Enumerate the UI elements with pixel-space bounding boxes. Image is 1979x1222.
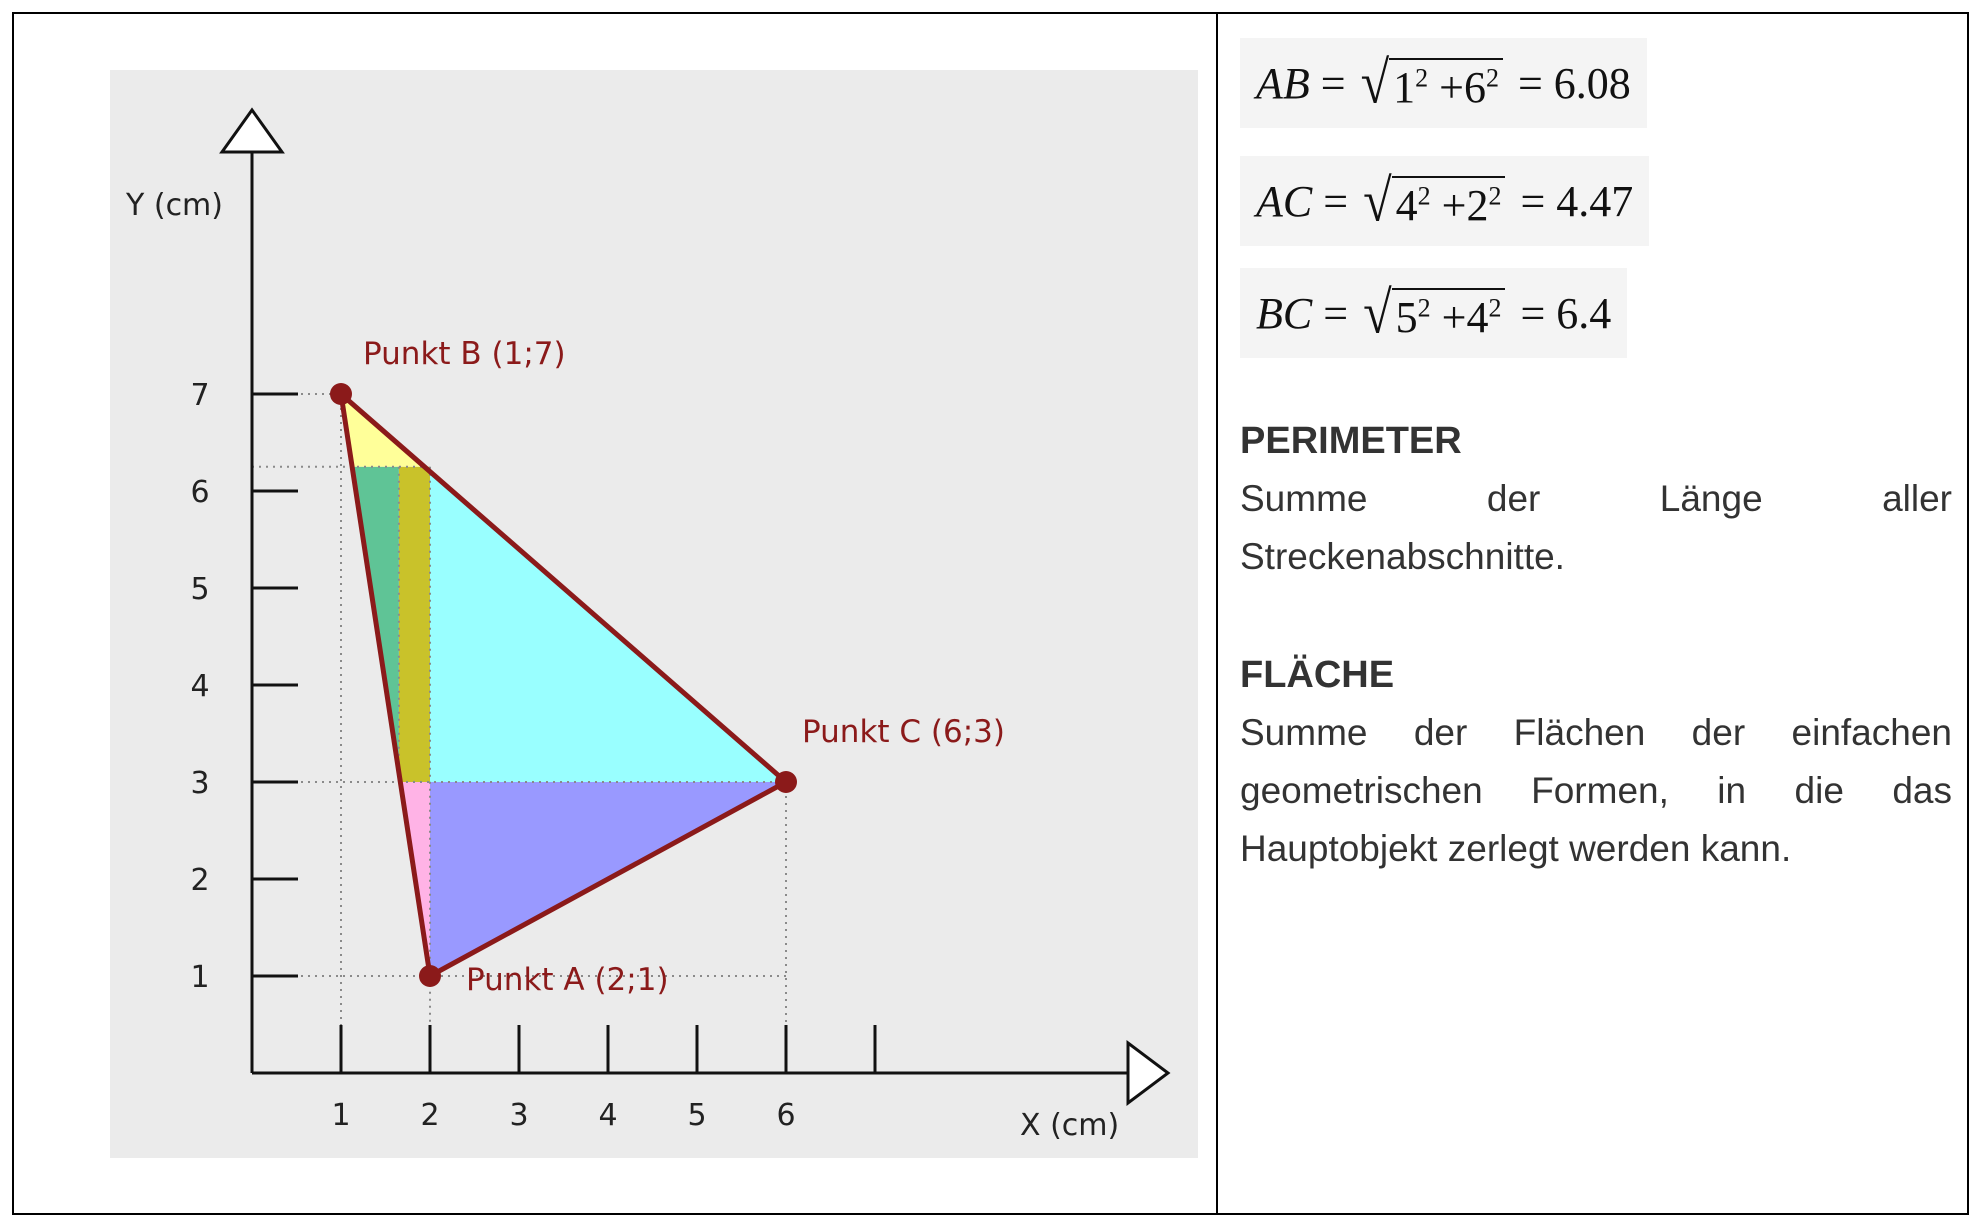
x-axis-arrow	[1126, 1040, 1171, 1106]
formula-result: 6.4	[1556, 288, 1612, 338]
perimeter-text: Summe der Länge aller Streckenabschnitte…	[1240, 478, 1952, 577]
formula-lhs: AB	[1256, 58, 1310, 108]
x-tick-label: 1	[331, 1098, 350, 1133]
area-heading: FLÄCHE	[1240, 654, 1395, 696]
formula-bc: BC = √52 +42 = 6.4	[1240, 268, 1628, 358]
y-tick-label: 2	[190, 863, 209, 898]
formula-result: 4.47	[1556, 176, 1634, 226]
formula-ac: AC = √42 +22 = 4.47	[1240, 156, 1650, 246]
x-tick-label: 6	[776, 1098, 795, 1133]
column-divider	[1216, 12, 1218, 1215]
region-olive	[398, 466, 430, 782]
formula-ab: AB = √12 +62 = 6.08	[1240, 38, 1647, 128]
x-axis-label: X (cm)	[1020, 1108, 1119, 1143]
area-text: Summe der Flächen der einfachen geometri…	[1240, 712, 1952, 869]
point-label-b: Punkt B (1;7)	[363, 336, 566, 372]
diagram-canvas: Y (cm) X (cm) 1 2 3 4 5 6 1 2 3 4 5 6 7 Punkt A (2;1)…	[125, 107, 1171, 1143]
triangle-outline	[338, 391, 789, 979]
square-root: √42 +22	[1363, 168, 1506, 234]
formula-result: 6.08	[1553, 58, 1631, 108]
y-axis-label: Y (cm)	[125, 188, 223, 223]
x-tick-label: 2	[420, 1098, 439, 1133]
vertex-b	[330, 383, 352, 405]
explanation-column: AB = √12 +62 = 6.08 AC = √42 +22 = 4.47 …	[1240, 20, 1952, 1210]
y-axis-arrow	[219, 107, 285, 154]
formula-lhs: AC	[1256, 176, 1313, 226]
x-tick-label: 4	[598, 1098, 617, 1133]
y-tick-label: 7	[190, 378, 209, 413]
x-tick-label: 5	[687, 1098, 706, 1133]
perimeter-heading: PERIMETER	[1240, 420, 1462, 462]
coordinate-diagram: Y (cm) X (cm) 1 2 3 4 5 6 1 2 3 4 5 6 7 Punkt A (2;1)…	[110, 70, 1198, 1158]
vertex-a	[419, 965, 441, 987]
square-root: √12 +62	[1361, 50, 1503, 116]
y-tick-label: 4	[190, 669, 209, 704]
y-tick-label: 5	[190, 572, 209, 607]
y-tick-label: 1	[190, 960, 209, 995]
y-tick-label: 6	[190, 475, 209, 510]
y-tick-label: 3	[190, 766, 209, 801]
x-tick-label: 3	[509, 1098, 528, 1133]
formula-lhs: BC	[1256, 288, 1313, 338]
point-label-a: Punkt A (2;1)	[466, 962, 669, 998]
square-root: √52 +42	[1363, 280, 1506, 346]
vertex-c	[775, 771, 797, 793]
point-label-c: Punkt C (6;3)	[802, 714, 1005, 750]
